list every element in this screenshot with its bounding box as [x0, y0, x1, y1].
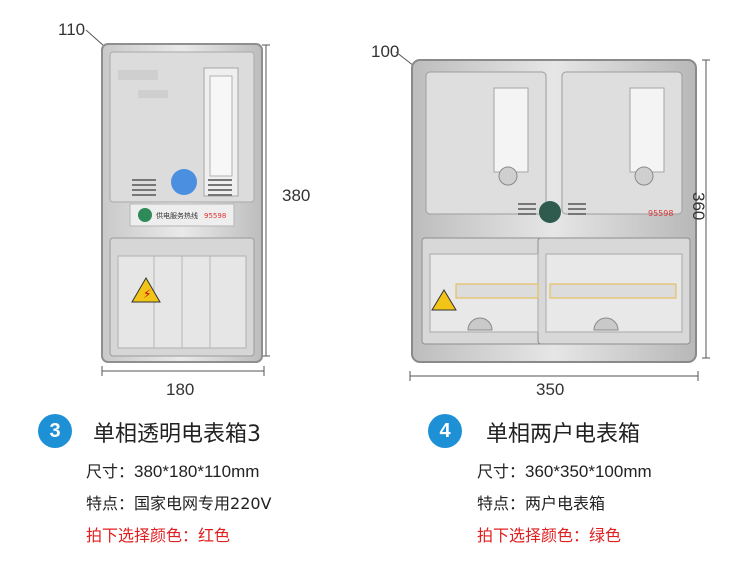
feature-value: 国家电网专用220V [134, 494, 272, 513]
size-row: 尺寸：380*180*110mm [86, 458, 259, 482]
feature-row: 特点：国家电网专用220V [86, 490, 272, 514]
blue-seal-knob [171, 169, 197, 195]
depth-dimension-label: 110 [58, 20, 86, 39]
size-row: 尺寸：360*350*100mm [477, 458, 652, 482]
product-number-badge: 3 [38, 414, 72, 448]
hotline-number: 95598 [648, 209, 673, 218]
color-note: 拍下选择颜色：红色 [86, 526, 231, 545]
meter-box-single: 供电服务热线 95598 ⚡ [101, 43, 263, 363]
svg-text:⚡: ⚡ [143, 287, 151, 301]
size-value: 360*350*100mm [525, 462, 652, 481]
width-dimension-label: 180 [166, 380, 195, 399]
product-number-badge: 4 [428, 414, 462, 448]
size-label: 尺寸： [86, 462, 135, 481]
warning-sign-icon [431, 289, 457, 311]
height-dimension-label: 360 [689, 192, 708, 221]
height-dimension-label: 380 [282, 186, 311, 205]
size-label: 尺寸： [477, 462, 526, 481]
color-note: 拍下选择颜色：绿色 [477, 526, 622, 545]
feature-value: 两户电表箱 [525, 494, 606, 513]
feature-row: 特点：两户电表箱 [477, 490, 605, 514]
product-title: 单相透明电表箱3 [93, 422, 261, 447]
green-seal-knob [539, 201, 561, 223]
meter-box-double: 95598 [411, 59, 697, 363]
width-dimension-label: 350 [536, 380, 565, 399]
feature-label: 特点： [477, 494, 526, 513]
feature-label: 特点： [86, 494, 135, 513]
depth-dimension-label: 100 [371, 42, 400, 61]
product-title: 单相两户电表箱 [486, 422, 641, 447]
warning-sign-icon [131, 277, 161, 303]
hotline-number: 95598 [204, 212, 226, 220]
hotline-label: 供电服务热线 [156, 211, 198, 220]
size-value: 380*180*110mm [134, 462, 260, 481]
